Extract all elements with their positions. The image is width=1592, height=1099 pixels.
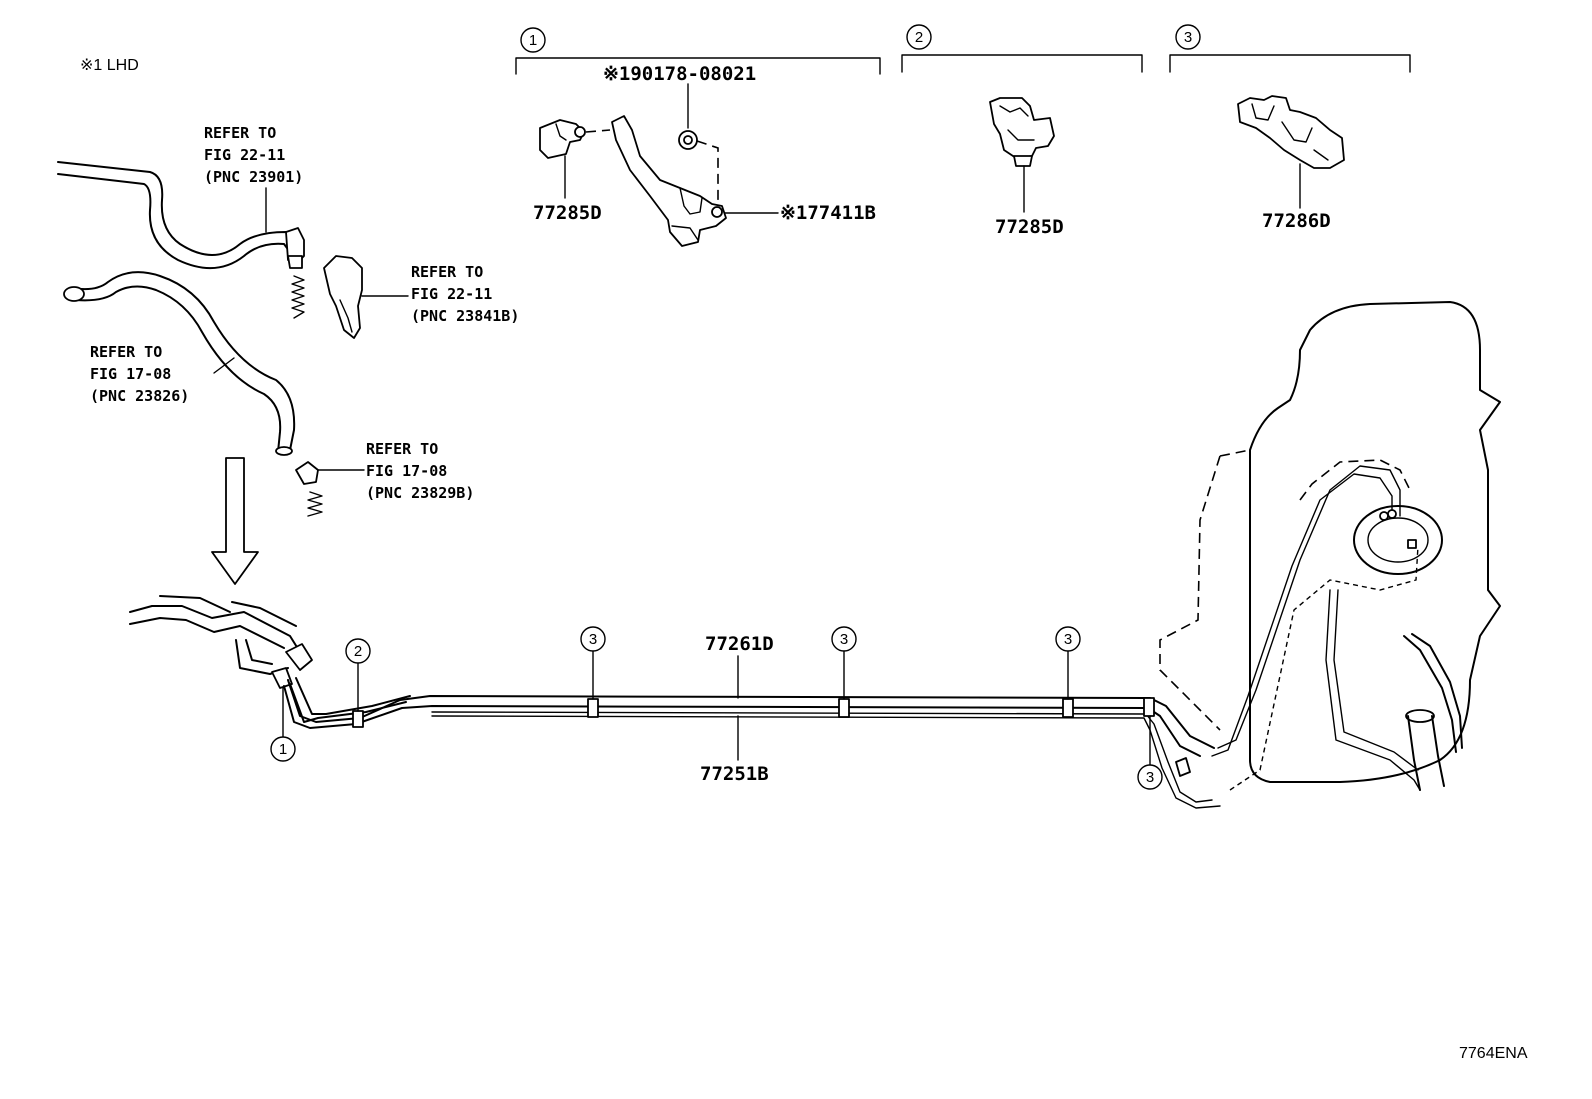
ref1-line2: FIG 22-11 (204, 146, 285, 164)
callout-1-text: 1 (279, 741, 287, 758)
ref4-line2: FIG 17-08 (366, 462, 447, 480)
clamp-part-label-g1: 77285D (533, 202, 602, 224)
tube-lower-path (431, 711, 1213, 803)
group-1-bracket-line (515, 57, 881, 75)
clamp-on-tube (1062, 698, 1074, 718)
clamp-77285d-icon (539, 119, 586, 159)
group-1-marker: 1 (529, 32, 537, 49)
ref3-line1: REFER TO (90, 343, 162, 361)
clamp-on-tube (587, 698, 599, 718)
ref1-line3: (PNC 23901) (204, 168, 303, 186)
fuel-tube-assembly (129, 595, 1221, 809)
callout-2: 2 (345, 638, 371, 664)
ref4-line3: (PNC 23829B) (366, 484, 474, 502)
group-2-marker-circle (906, 24, 932, 50)
clamp-77285d-g2-icon (989, 97, 1055, 167)
callout-3a: 3 (580, 626, 606, 652)
fuel-pump-ring (1353, 505, 1443, 575)
bracket-part-label: ※177411B (780, 202, 876, 224)
ref4-line1: REFER TO (366, 440, 438, 458)
callout-3c-text: 3 (1064, 631, 1072, 648)
clamp-part-label-g2: 77285D (995, 216, 1064, 238)
group-2-marker: 2 (915, 29, 923, 46)
filler-cover-icon (323, 255, 363, 339)
clamp-dash-line (585, 129, 611, 133)
tube-upper-label: 77261D (705, 633, 774, 655)
callout-3a-text: 3 (589, 631, 597, 648)
callout-3d-text: 3 (1146, 769, 1154, 786)
bolt-dash-line (696, 140, 719, 200)
tube-lower-label: 77251B (700, 763, 769, 785)
spring-icon (291, 275, 305, 319)
small-clip-icon (295, 461, 319, 485)
ref3-leader (213, 357, 235, 374)
filler-hose-assembly (57, 161, 409, 517)
bolt-part-label: ※190178-08021 (603, 63, 756, 85)
group-3-bracket-line (1169, 54, 1411, 73)
reference-3: REFER TO FIG 17-08 (PNC 23826) (90, 343, 189, 405)
clamp-on-tube (838, 698, 850, 718)
group-2-bracket-line (901, 54, 1143, 73)
callout-3b-text: 3 (840, 631, 848, 648)
ref1-line1: REFER TO (204, 124, 276, 142)
callout-2-text: 2 (354, 643, 362, 660)
group-1: 1 ※190178-08021 77285D ※177411B (515, 27, 881, 247)
hose-end-icon (63, 286, 85, 302)
ref3-line3: (PNC 23826) (90, 387, 189, 405)
figure-code: 7764ENA (1459, 1045, 1528, 1062)
bracket-icon (611, 115, 727, 247)
callout-3c: 3 (1055, 626, 1081, 652)
group-2: 2 77285D (901, 24, 1143, 238)
reference-4: REFER TO FIG 17-08 (PNC 23829B) (366, 440, 474, 502)
group-3-marker: 3 (1184, 29, 1192, 46)
group-3: 3 77286D (1169, 24, 1411, 232)
reference-1: REFER TO FIG 22-11 (PNC 23901) (204, 124, 303, 186)
small-spring-icon (307, 491, 323, 517)
group-1-marker-circle (520, 27, 546, 53)
ref2-line1: REFER TO (411, 263, 483, 281)
ref3-line2: FIG 17-08 (90, 365, 171, 383)
clamp-77286d-icon (1237, 95, 1345, 169)
callout-1: 1 (270, 736, 296, 762)
tube-upper-path (287, 679, 1215, 749)
group-3-marker-circle (1175, 24, 1201, 50)
clamp-on-tube (1143, 697, 1155, 717)
bolt-icon (678, 130, 698, 150)
fuel-tank-icon (1159, 301, 1501, 791)
lhd-note: ※1 LHD (80, 57, 139, 74)
callout-3b: 3 (831, 626, 857, 652)
reference-2: REFER TO FIG 22-11 (PNC 23841B) (411, 263, 519, 325)
ref2-line3: (PNC 23841B) (411, 307, 519, 325)
clamp-part-label-g3: 77286D (1262, 210, 1331, 232)
clamp-on-tube (352, 710, 364, 728)
callout-3d: 3 (1137, 764, 1163, 790)
ref2-line2: FIG 22-11 (411, 285, 492, 303)
connector-icon (285, 643, 313, 671)
down-arrow-icon (211, 457, 259, 585)
